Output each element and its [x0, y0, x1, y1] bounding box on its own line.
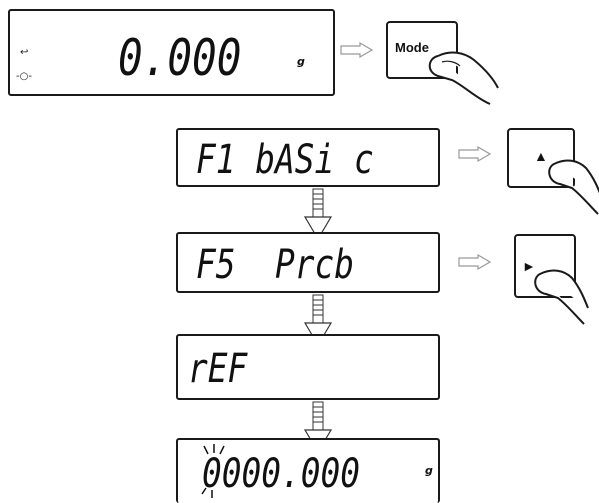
display-value: 0.000: [118, 29, 242, 87]
display-reference-value: 0000.000 g: [176, 438, 440, 503]
unit-label: g: [425, 464, 433, 477]
display-text: F5 Prcb: [196, 242, 354, 288]
mode-button[interactable]: Mode: [386, 21, 458, 79]
display-function-f1: F1 bASi c: [176, 128, 440, 187]
finger-icon: [548, 159, 599, 215]
zero-indicator: -○-: [16, 71, 32, 82]
unit-label: g: [297, 55, 305, 68]
arrow-right-icon: [340, 41, 374, 59]
display-reference: rEF: [176, 334, 440, 400]
display-value: 0000.000: [202, 451, 360, 497]
stability-indicator: ↩: [20, 47, 29, 58]
right-arrow-icon: ►: [522, 258, 536, 274]
arrow-down-icon: [303, 188, 333, 241]
display-weight: ↩ -○- 0.000 g: [8, 9, 335, 96]
display-function-f5: F5 Prcb: [176, 232, 440, 293]
blink-indicator-icon: [201, 444, 225, 498]
display-text: rEF: [188, 346, 248, 392]
finger-icon: [428, 51, 499, 105]
arrow-right-icon: [458, 253, 492, 271]
mode-label: Mode: [395, 40, 429, 55]
display-text: F1 bASi c: [196, 137, 374, 183]
finger-icon: [534, 269, 589, 325]
up-arrow-icon: ▲: [534, 148, 548, 164]
arrow-right-icon: [458, 145, 492, 163]
